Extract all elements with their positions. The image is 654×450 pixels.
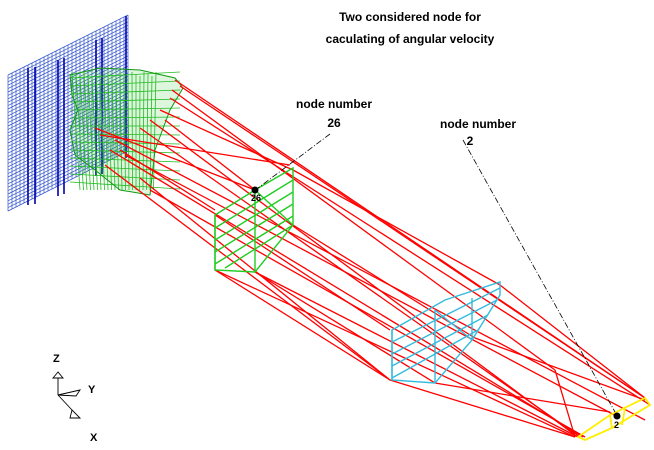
lower-section-frame bbox=[391, 281, 501, 384]
axis-label-x: X bbox=[90, 432, 98, 444]
title-line-2: caculating of angular velocity bbox=[326, 32, 495, 46]
z-axis-arrow bbox=[52, 371, 64, 379]
node-2-marker-text: 2 bbox=[614, 420, 619, 430]
node-26-marker-text: 26 bbox=[251, 193, 261, 203]
leader-lines bbox=[257, 133, 616, 413]
y-axis-arrow bbox=[57, 389, 81, 397]
x-axis-arrow bbox=[69, 409, 82, 419]
node-26-leader bbox=[257, 133, 331, 189]
node-26-label-line-2: 26 bbox=[327, 116, 341, 130]
node-26-marker: 26 bbox=[251, 186, 261, 203]
cable-lines bbox=[94, 79, 651, 438]
axis-label-y: Y bbox=[88, 384, 96, 396]
mid-section-frame bbox=[214, 166, 294, 273]
axis-triad-arrows bbox=[52, 371, 82, 419]
node-2-label-line-2: 2 bbox=[467, 134, 474, 148]
crane-body-outline bbox=[69, 67, 184, 196]
axis-triad: Z Y X bbox=[52, 353, 98, 444]
axis-label-z: Z bbox=[53, 353, 60, 365]
crane-body-mesh bbox=[69, 71, 181, 191]
node-2-label-line-1: node number bbox=[440, 117, 516, 131]
tip-section-frame bbox=[576, 396, 652, 441]
title-line-1: Two considered node for bbox=[339, 10, 481, 24]
node-2-leader bbox=[462, 139, 616, 413]
node-2-marker: 2 bbox=[613, 412, 621, 430]
node-26-label-line-1: node number bbox=[296, 97, 372, 111]
